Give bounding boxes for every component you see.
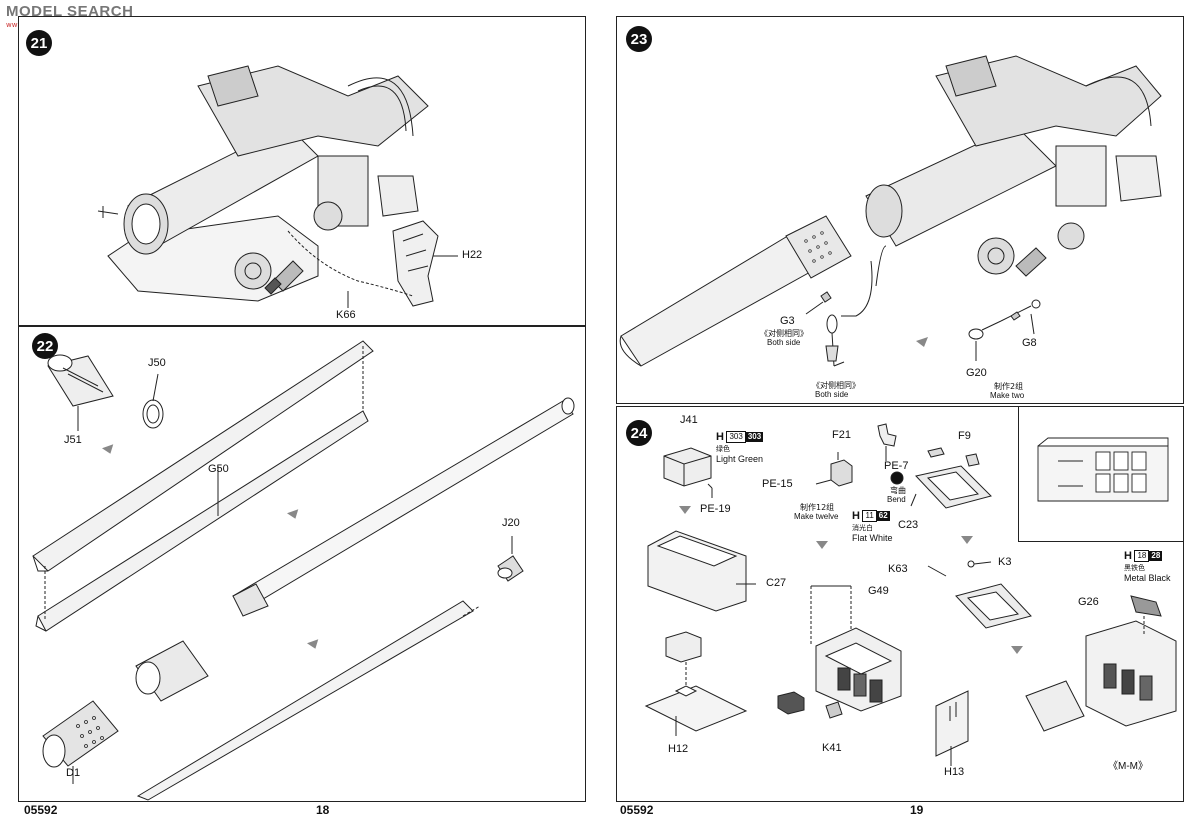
step-21-assembly-drawing <box>97 65 458 308</box>
step-21-number: 21 <box>26 30 52 56</box>
label-f21: F21 <box>832 429 851 441</box>
right-page-code: 05592 <box>620 803 654 817</box>
paint-name-en: Light Green <box>716 454 764 464</box>
label-pe7: PE-7 <box>884 460 909 472</box>
right-page-number: 19 <box>910 803 924 817</box>
note-make-twelve-en: Make twelve <box>794 512 839 521</box>
label-pe19: PE-19 <box>700 503 731 515</box>
paint-code-key: H <box>852 510 860 522</box>
watermark-logo: MODEL SEARCH <box>6 3 134 20</box>
paint-code-a: 303 <box>726 431 746 443</box>
label-j20: J20 <box>502 517 520 529</box>
note-make-twelve-cn: 制作12组 <box>800 503 835 512</box>
note-make-two-en: Make two <box>990 391 1025 400</box>
label-c27: C27 <box>766 577 787 589</box>
paint-code-a: 11 <box>862 510 877 522</box>
label-h12: H12 <box>668 743 689 755</box>
paint-code-key: H <box>716 431 724 443</box>
step-22-number: 22 <box>32 333 58 359</box>
paint-code-b: 303 <box>745 432 764 442</box>
label-k3: K3 <box>998 556 1012 568</box>
paint-code-b: 62 <box>876 511 890 521</box>
paint-name-en: Metal Black <box>1124 573 1171 583</box>
label-j51: J51 <box>64 434 82 446</box>
paint-code-b: 28 <box>1149 551 1163 561</box>
note-bend-cn: 弯曲 <box>890 486 906 495</box>
step-23-assembly-drawing <box>619 55 1162 367</box>
step-22-barrel-drawing <box>32 340 575 801</box>
paint-name-cn: 绿色 <box>716 445 730 453</box>
label-k66: K66 <box>336 309 356 321</box>
label-j50: J50 <box>148 357 166 369</box>
paint-name-cn: 消光白 <box>852 524 873 532</box>
paint-name-en: Flat White <box>852 533 893 543</box>
left-page-code: 05592 <box>24 803 58 817</box>
note-bend-en: Bend <box>887 495 906 504</box>
step-23-number: 23 <box>626 26 652 52</box>
label-g8: G8 <box>1022 337 1037 349</box>
label-k41: K41 <box>822 742 842 754</box>
label-f9: F9 <box>958 430 971 442</box>
label-h13: H13 <box>944 766 965 778</box>
label-k63: K63 <box>888 563 908 575</box>
label-section-mm: 《M-M》 <box>1108 761 1148 772</box>
note-both-side2-en: Both side <box>815 390 849 399</box>
label-g26: G26 <box>1078 596 1099 608</box>
step-24-number: 24 <box>626 420 652 446</box>
label-c23: C23 <box>898 519 919 531</box>
label-d1: D1 <box>66 767 81 779</box>
inset-cabinet-drawing <box>1037 437 1169 502</box>
label-pe15: PE-15 <box>762 478 793 490</box>
label-g50: G50 <box>208 463 229 475</box>
step-24-assembly-drawing <box>644 423 1177 766</box>
note-make-two-cn: 制作2组 <box>994 382 1024 391</box>
label-g49: G49 <box>868 585 889 597</box>
note-both-side2-cn: 《对侧相同》 <box>812 381 860 390</box>
note-both-side-en: Both side <box>767 338 801 347</box>
label-g20: G20 <box>966 367 987 379</box>
paint-code-a: 18 <box>1134 550 1150 562</box>
paint-name-cn: 黑铁色 <box>1124 564 1145 572</box>
left-page-number: 18 <box>316 803 330 817</box>
paint-code-key: H <box>1124 550 1132 562</box>
label-j41: J41 <box>680 414 698 426</box>
note-both-side-cn: 《对侧相同》 <box>760 329 808 338</box>
label-h22: H22 <box>462 249 483 261</box>
label-g3: G3 <box>780 315 795 327</box>
